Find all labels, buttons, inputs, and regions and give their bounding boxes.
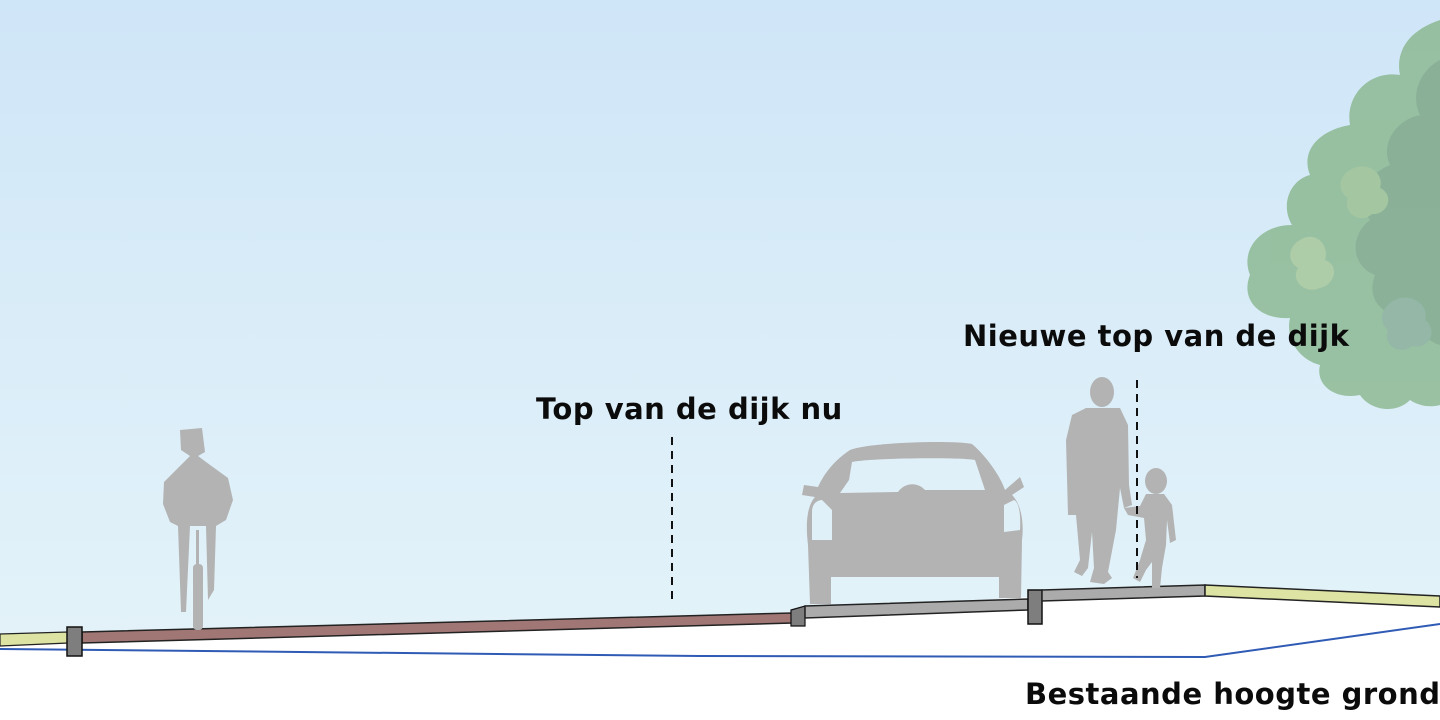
curb-left-edge	[66, 626, 83, 657]
car-icon	[802, 442, 1024, 604]
current-dike-top-label: Top van de dijk nu	[536, 392, 843, 426]
ground-fill	[0, 586, 1440, 720]
cyclist-icon	[163, 428, 233, 630]
curb-bike-road	[790, 605, 806, 627]
tree-icon	[1247, 20, 1440, 410]
sky-background	[0, 0, 1440, 660]
existing-ground-label: Bestaande hoogte grond	[1025, 677, 1440, 711]
existing-ground-line	[0, 623, 1440, 659]
grass-verge-left	[0, 631, 69, 647]
curb-road-footpath	[1027, 589, 1043, 625]
child-pedestrian-icon	[1124, 468, 1176, 588]
adult-pedestrian-icon	[1066, 377, 1132, 584]
new-dike-top-label: Nieuwe top van de dijk	[963, 319, 1350, 353]
grass-verge-right	[1204, 584, 1440, 608]
